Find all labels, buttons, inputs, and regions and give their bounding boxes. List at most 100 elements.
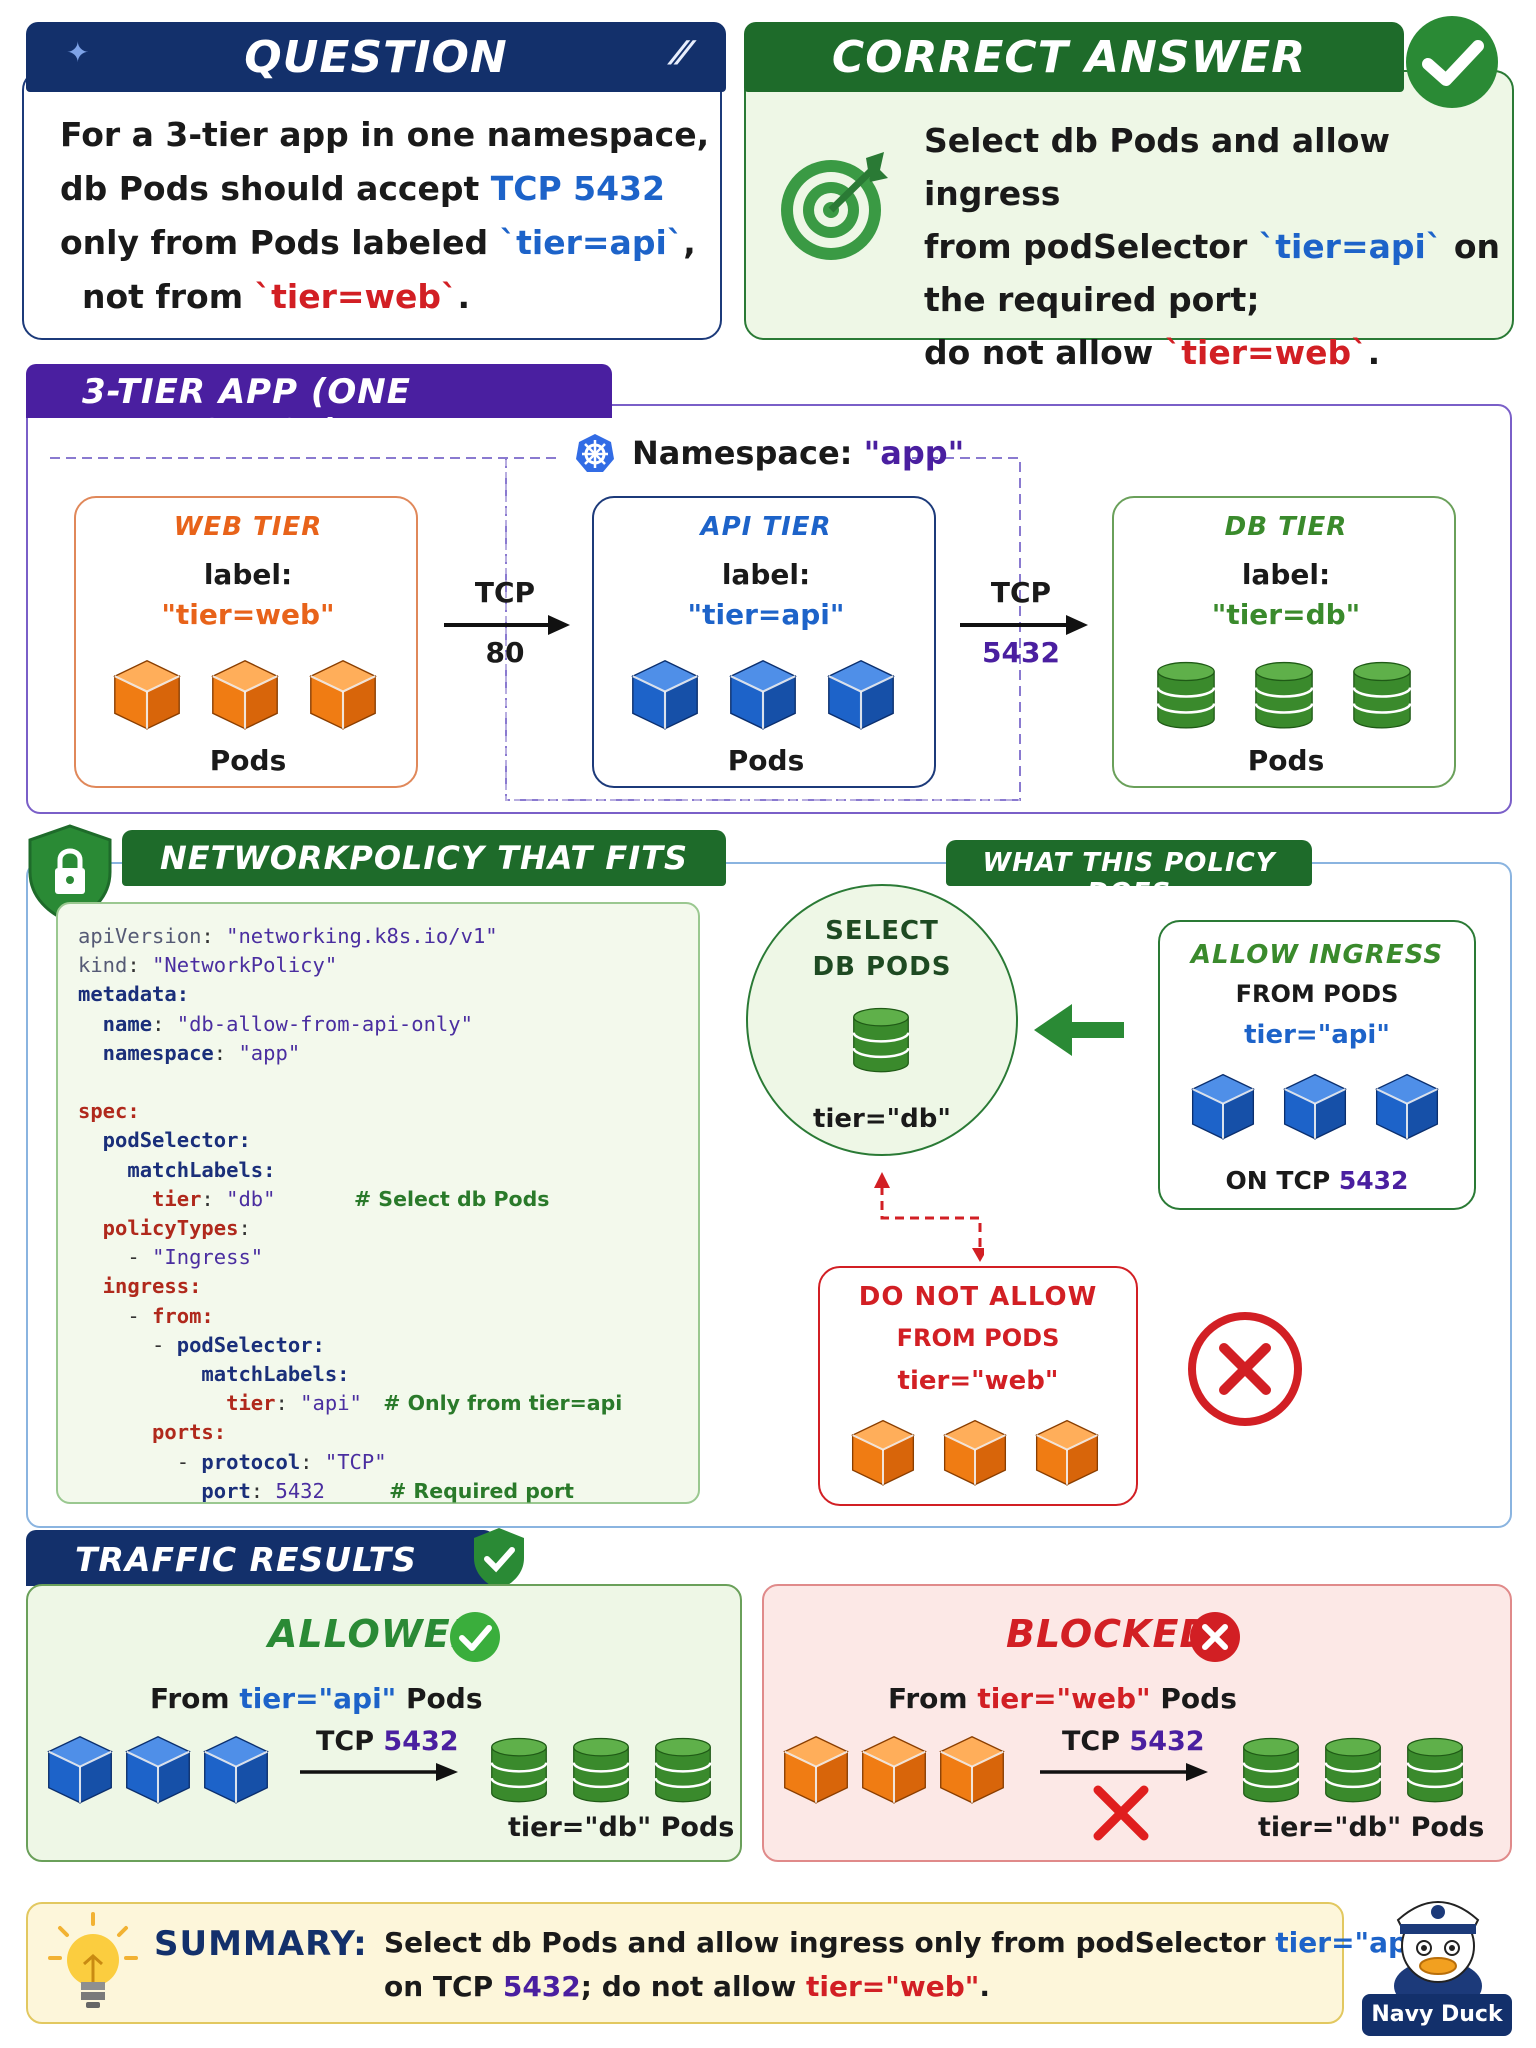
code-segment: "TCP" xyxy=(324,1449,387,1474)
code-segment: 5432 xyxy=(275,1478,325,1503)
blocked-target: tier="db" Pods xyxy=(1258,1812,1485,1843)
namespace-outline xyxy=(50,457,1021,801)
database-pod-icon xyxy=(1252,660,1316,734)
code-line: spec: xyxy=(78,1097,688,1126)
code-segment: kind xyxy=(78,953,128,978)
db-tier-card: DB TIER label: "tier=db" Pods xyxy=(1112,496,1456,788)
summary-panel xyxy=(26,1902,1344,2024)
navy-duck-mascot xyxy=(1394,1901,1482,2012)
web-tier-pods-label: Pods xyxy=(209,744,287,777)
select-line2: DB PODS xyxy=(812,952,952,982)
code-segment: protocol xyxy=(201,1449,301,1474)
app-header-text: 3-TIER APP (ONE NAMESPACE) xyxy=(82,372,411,452)
blocked-port-value: 5432 xyxy=(1129,1726,1205,1757)
code-segment: : xyxy=(300,1449,325,1474)
blocked-x-icon xyxy=(1190,1612,1240,1662)
code-segment: ingress: xyxy=(78,1274,202,1299)
question-text: For a 3-tier app in one namespace,db Pod… xyxy=(60,108,710,324)
db-tier-label-value: "tier=db" xyxy=(1211,598,1361,631)
allowed-from: From tier="api" Pods xyxy=(150,1682,482,1715)
question-panel xyxy=(22,70,722,340)
allow-arrow-icon xyxy=(1034,1004,1124,1056)
namespace-prefix: Namespace: xyxy=(632,434,864,472)
brand-name: Navy Duck xyxy=(1371,2002,1503,2027)
api-db-arrow-port: 5432 xyxy=(982,636,1060,669)
allowed-from-label: tier="api" xyxy=(239,1682,397,1715)
pod-cube-icon xyxy=(728,658,798,736)
pod-cube-icon xyxy=(308,658,378,736)
web-to-api-arrow xyxy=(444,615,570,635)
db-tier-title: DB TIER xyxy=(1224,512,1348,542)
code-line: ingress: xyxy=(78,1272,688,1301)
select-db-circle: SELECT DB PODS tier="db" xyxy=(746,884,1018,1156)
allow-port-prefix: ON TCP xyxy=(1225,1166,1339,1195)
code-line: metadata: xyxy=(78,980,688,1009)
code-segment: matchLabels: xyxy=(78,1362,350,1387)
answer-segment: on xyxy=(1442,227,1500,266)
code-segment: : xyxy=(152,1011,177,1036)
code-segment: # Required port xyxy=(324,1478,574,1503)
pod-cube-icon xyxy=(210,658,280,736)
code-line: - "Ingress" xyxy=(78,1243,688,1272)
blocked-from-suffix: Pods xyxy=(1150,1682,1237,1715)
pod-cube-icon xyxy=(1374,1072,1440,1145)
question-segment: only from Pods labeled xyxy=(60,223,500,262)
code-segment: "db" xyxy=(226,1186,276,1211)
question-segment: db Pods should accept xyxy=(60,169,491,208)
question-line: not from `tier=web`. xyxy=(60,270,710,324)
summary-segment: Select db Pods and allow ingress only fr… xyxy=(384,1926,1276,1959)
pod-cube-icon xyxy=(782,1734,850,1809)
pod-cube-icon xyxy=(112,658,182,736)
code-segment: "networking.k8s.io/v1" xyxy=(226,924,498,948)
pod-cube-icon xyxy=(630,658,700,736)
blocked-port: TCP 5432 xyxy=(1062,1726,1205,1757)
question-line: db Pods should accept TCP 5432 xyxy=(60,162,710,216)
summary-segment: tier="web" xyxy=(806,1970,980,2003)
answer-segment: from podSelector xyxy=(924,227,1259,266)
question-header: ✦ QUESTION ⁄⁄ xyxy=(26,22,726,92)
allowed-target: tier="db" Pods xyxy=(508,1812,735,1843)
question-header-text: QUESTION xyxy=(244,32,508,83)
database-pod-icon xyxy=(1350,660,1414,734)
answer-line: do not allow `tier=web`. xyxy=(924,326,1504,379)
code-segment: name xyxy=(78,1011,153,1036)
lightbulb-icon xyxy=(48,1912,138,2008)
answer-header: CORRECT ANSWER xyxy=(744,22,1404,92)
web-api-arrow-port: 80 xyxy=(485,636,525,669)
blocked-from-label: tier="web" xyxy=(977,1682,1151,1715)
blocked-cross-icon xyxy=(1093,1785,1149,1841)
api-tier-pods xyxy=(630,658,910,738)
db-tier-pods-label: Pods xyxy=(1247,744,1325,777)
code-segment: : xyxy=(275,1391,301,1416)
answer-line: from podSelector `tier=api` on xyxy=(924,220,1504,273)
answer-header-text: CORRECT ANSWER xyxy=(831,32,1307,83)
code-line: tier: "api" # Only from tier=api xyxy=(78,1389,688,1418)
brand-badge: Navy Duck xyxy=(1362,1994,1512,2036)
question-line: only from Pods labeled `tier=api`, xyxy=(60,216,710,270)
code-line: - protocol: "TCP" xyxy=(78,1448,688,1477)
code-segment: from: xyxy=(152,1303,214,1328)
question-line: For a 3-tier app in one namespace, xyxy=(60,108,710,162)
traffic-header-text: TRAFFIC RESULTS xyxy=(75,1540,417,1579)
select-db-label: tier="db" xyxy=(813,1104,951,1134)
code-line: ports: xyxy=(78,1418,688,1447)
allowed-db-pods xyxy=(488,1736,738,1810)
answer-segment: . xyxy=(1367,333,1381,372)
allowed-api-pods xyxy=(46,1734,276,1808)
code-segment: podSelector: xyxy=(176,1332,325,1357)
database-pod-icon xyxy=(1154,660,1218,734)
pod-cube-icon xyxy=(826,658,896,736)
code-segment: tier xyxy=(78,1391,276,1416)
database-pod-icon xyxy=(488,1736,550,1808)
code-line: name: "db-allow-from-api-only" xyxy=(78,1010,688,1039)
question-segment: TCP 5432 xyxy=(490,169,665,208)
pod-cube-icon xyxy=(202,1734,270,1809)
allow-label: tier="api" xyxy=(1244,1020,1390,1050)
summary-segment: . xyxy=(979,1970,990,2003)
answer-segment: `tier=api` xyxy=(1258,227,1443,266)
summary-line1: Select db Pods and allow ingress only fr… xyxy=(384,1926,1432,1959)
answer-line: the required port; xyxy=(924,273,1504,326)
code-segment: metadata: xyxy=(78,982,190,1007)
code-segment: "db-allow-from-api-only" xyxy=(176,1011,473,1036)
